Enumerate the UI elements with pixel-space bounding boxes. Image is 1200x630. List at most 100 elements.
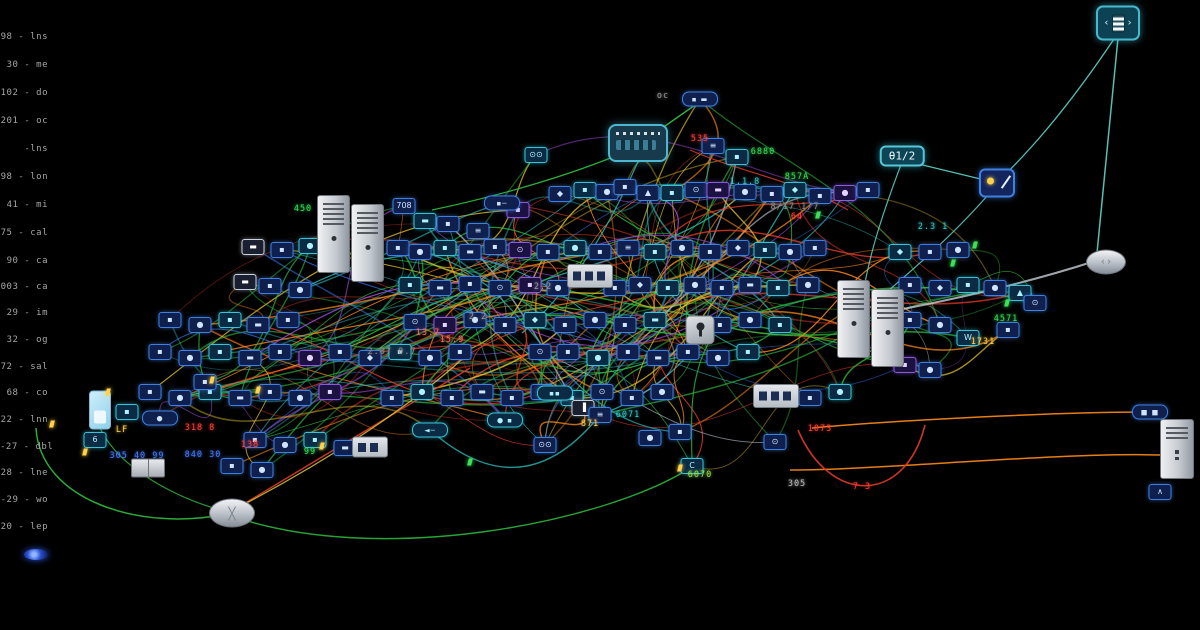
network-node-device[interactable]: ▪ xyxy=(803,240,827,256)
network-node-device[interactable]: ● xyxy=(583,312,607,328)
network-node-device[interactable]: 708 xyxy=(392,198,416,214)
database-node-icon[interactable]: ‹› xyxy=(1096,5,1140,41)
network-node-device[interactable]: ▬ xyxy=(428,280,452,296)
network-node-device[interactable]: ▪ xyxy=(448,344,472,360)
network-node-device[interactable]: ▪ xyxy=(553,317,577,333)
network-node-device[interactable]: ● xyxy=(408,244,432,260)
network-node-device[interactable]: ● xyxy=(946,242,970,258)
network-node-device[interactable]: ◆ xyxy=(358,350,382,366)
network-node-device[interactable]: ● xyxy=(250,462,274,478)
network-node-device[interactable]: W xyxy=(956,330,980,346)
network-node-device[interactable]: ▬ xyxy=(233,274,257,290)
network-node-device[interactable]: ⊙⊙ xyxy=(533,437,557,453)
network-node-device[interactable]: ▪ xyxy=(518,277,542,293)
router-hub-icon[interactable]: ‹› xyxy=(1086,249,1126,275)
network-node-device[interactable]: ● xyxy=(595,184,619,200)
lock-node-icon[interactable] xyxy=(685,315,715,345)
network-node-device[interactable]: ▪ xyxy=(588,244,612,260)
network-node-device[interactable]: 6 xyxy=(83,432,107,448)
network-node-device[interactable]: ▪ xyxy=(760,186,784,202)
network-node-device[interactable]: ▪ xyxy=(243,432,267,448)
network-node-device[interactable]: ▲ xyxy=(636,185,660,201)
network-node-device[interactable]: ◆ xyxy=(726,240,750,256)
network-node-device[interactable]: ▪ xyxy=(220,458,244,474)
network-node-device[interactable]: ⊙⊙ xyxy=(524,147,548,163)
network-node-device[interactable]: ≡ xyxy=(701,138,725,154)
network-node-pill[interactable]: ▪ ▬ xyxy=(682,91,718,107)
network-node-device[interactable]: ▪ xyxy=(676,344,700,360)
network-node-device[interactable]: ▪ xyxy=(433,240,457,256)
network-node-device[interactable]: ▪ xyxy=(766,280,790,296)
network-node-device[interactable]: ▪ xyxy=(270,242,294,258)
network-node-device[interactable]: ● xyxy=(733,184,757,200)
mobile-device-icon[interactable] xyxy=(89,390,111,430)
network-node-device[interactable]: ▪ xyxy=(898,277,922,293)
network-node-device[interactable]: ▪ xyxy=(440,390,464,406)
network-node-device[interactable]: ▪ xyxy=(493,317,517,333)
network-node-device[interactable]: ● xyxy=(273,437,297,453)
network-node-device[interactable]: ▪ xyxy=(956,277,980,293)
key-node-icon[interactable] xyxy=(979,168,1015,198)
network-node-device[interactable]: ● xyxy=(178,350,202,366)
network-node-device[interactable]: ▬ xyxy=(643,312,667,328)
network-node-device[interactable]: ▪ xyxy=(328,344,352,360)
network-node-device[interactable]: ▪ xyxy=(656,280,680,296)
server-tower-pair-icon[interactable] xyxy=(317,195,384,282)
network-node-device[interactable]: ⊙ xyxy=(590,384,614,400)
network-node-device[interactable]: ◆ xyxy=(888,244,912,260)
network-node-pill[interactable]: ■ ■ xyxy=(1132,404,1168,420)
network-node-device[interactable]: ▪ xyxy=(388,344,412,360)
network-node-device[interactable]: ▪ xyxy=(613,317,637,333)
network-node-device[interactable]: ▪ xyxy=(500,390,524,406)
network-node-device[interactable]: ● xyxy=(288,390,312,406)
network-node-pill[interactable]: ▪─ xyxy=(484,195,520,211)
network-node-device[interactable]: ▪ xyxy=(436,216,460,232)
network-node-device[interactable]: ▬ xyxy=(458,244,482,260)
network-node-device[interactable]: ▬ xyxy=(738,277,762,293)
network-node-device[interactable]: ● xyxy=(683,277,707,293)
switch-panel-icon[interactable] xyxy=(567,264,613,288)
network-node-device[interactable]: ⊙ xyxy=(763,434,787,450)
network-node-pill[interactable]: ● ▪ xyxy=(487,412,523,428)
network-node-device[interactable]: ▪ xyxy=(276,312,300,328)
network-node-device[interactable]: ● xyxy=(168,390,192,406)
network-node-device[interactable]: ▪ xyxy=(268,344,292,360)
network-node-device[interactable]: ▪ xyxy=(736,344,760,360)
network-node-device[interactable]: ● xyxy=(638,430,662,446)
network-node-device[interactable]: ▪ xyxy=(996,322,1020,338)
network-node-device[interactable]: ▪ xyxy=(620,390,644,406)
network-node-device[interactable]: ▪ xyxy=(660,185,684,201)
network-node-device[interactable]: ▪ xyxy=(380,390,404,406)
network-node-device[interactable]: ▪ xyxy=(725,149,749,165)
network-node-device[interactable]: ▪ xyxy=(668,424,692,440)
network-node-device[interactable]: ▪ xyxy=(613,179,637,195)
network-node-device[interactable]: ▪ xyxy=(433,317,457,333)
network-node-device[interactable]: ● xyxy=(563,240,587,256)
server-tower-icon[interactable] xyxy=(1160,419,1194,479)
network-node-device[interactable]: ▪ xyxy=(918,244,942,260)
network-node-device[interactable]: ● xyxy=(828,384,852,400)
rack-unit-icon[interactable] xyxy=(131,458,165,478)
network-node-device[interactable]: ▪ xyxy=(115,404,139,420)
network-node-device[interactable]: ▪ xyxy=(698,244,722,260)
network-node-device[interactable]: ● xyxy=(778,244,802,260)
network-node-device[interactable]: ▪ xyxy=(556,344,580,360)
network-node-tag[interactable]: θ1/2 xyxy=(879,145,925,167)
network-node-device[interactable]: ∧ xyxy=(1148,484,1172,500)
network-node-device[interactable]: ▪ xyxy=(710,280,734,296)
network-node-device[interactable]: ▪ xyxy=(768,317,792,333)
network-node-device[interactable]: ● xyxy=(546,280,570,296)
network-node-device[interactable]: ● xyxy=(418,350,442,366)
network-node-device[interactable]: ▪ xyxy=(536,244,560,260)
network-node-device[interactable]: ▪ xyxy=(218,312,242,328)
network-node-device[interactable]: ◆ xyxy=(783,182,807,198)
network-node-device[interactable]: ● xyxy=(738,312,762,328)
network-node-device[interactable]: ▪ xyxy=(398,277,422,293)
network-node-device[interactable]: ≡ xyxy=(466,223,490,239)
network-node-device[interactable]: ⊙ xyxy=(403,314,427,330)
network-node-device[interactable]: ▬ xyxy=(470,384,494,400)
network-node-device[interactable]: ◆ xyxy=(523,312,547,328)
network-node-device[interactable]: ⊙ xyxy=(488,280,512,296)
network-node-device[interactable]: ▪ xyxy=(483,239,507,255)
network-node-device[interactable]: ▪ xyxy=(856,182,880,198)
